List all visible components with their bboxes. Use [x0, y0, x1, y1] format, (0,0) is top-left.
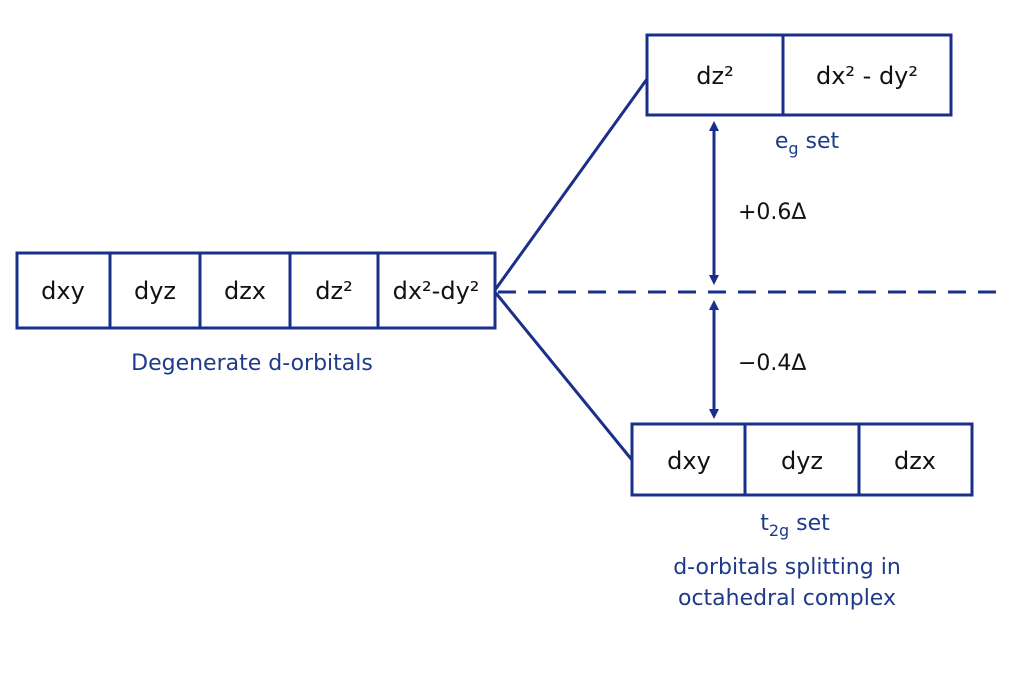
t2g-label-main: t [760, 511, 769, 536]
upper-energy-label: +0.6Δ [738, 200, 806, 225]
t2g-orbital-dyz: dyz [781, 447, 823, 475]
lower-energy-label: −0.4Δ [738, 351, 806, 376]
t2g-orbital-dzx: dzx [894, 447, 936, 475]
t2g-label: t2g set [760, 511, 830, 540]
eg-label-subscript: g [788, 139, 798, 158]
eg-orbitals-group: dz² dx² - dy² eg set [645, 33, 953, 158]
eg-label-main: e [775, 129, 789, 154]
degenerate-orbital-dz2: dz² [315, 277, 352, 305]
caption-line-2: octahedral complex [678, 586, 896, 611]
degenerate-orbital-dzx: dzx [224, 277, 266, 305]
t2g-orbitals-group: dxy dyz dzx t2g set [630, 422, 974, 540]
t2g-label-rest: set [789, 511, 830, 536]
degenerate-orbital-dxy: dxy [41, 277, 85, 305]
eg-orbital-dx2-dy2: dx² - dy² [816, 62, 918, 90]
eg-orbitals-box [645, 33, 953, 117]
degenerate-label: Degenerate d-orbitals [131, 351, 373, 376]
eg-label: eg set [775, 129, 840, 158]
degenerate-orbitals-group: dxy dyz dzx dz² dx²-dy² Degenerate d-orb… [15, 251, 497, 376]
connector-to-eg [493, 78, 649, 291]
t2g-orbitals-box [630, 422, 974, 497]
degenerate-orbital-dx2-dy2: dx²-dy² [393, 277, 480, 305]
eg-orbital-dz2: dz² [696, 62, 733, 90]
caption-line-1: d-orbitals splitting in [673, 555, 901, 580]
degenerate-orbitals-box [15, 251, 497, 330]
t2g-label-subscript: 2g [769, 521, 789, 540]
connector-to-t2g [493, 291, 634, 461]
eg-label-rest: set [799, 129, 840, 154]
t2g-orbital-dxy: dxy [667, 447, 711, 475]
degenerate-orbital-dyz: dyz [134, 277, 176, 305]
